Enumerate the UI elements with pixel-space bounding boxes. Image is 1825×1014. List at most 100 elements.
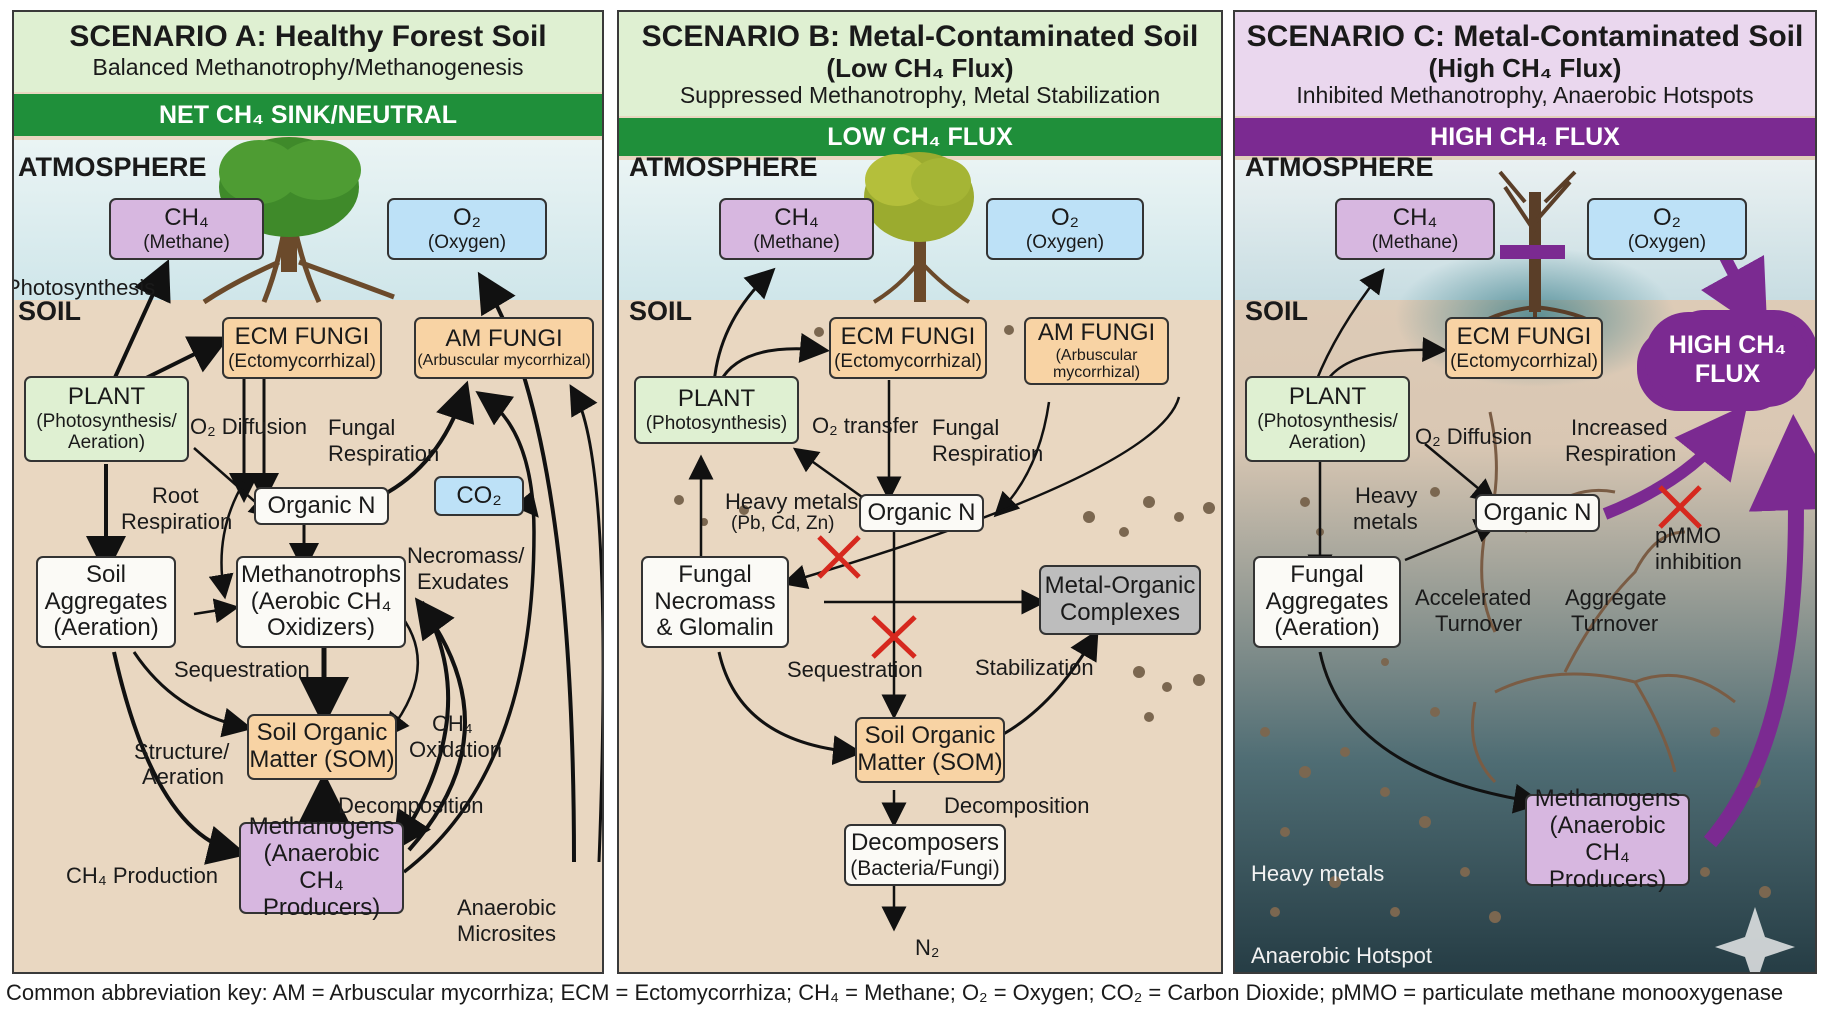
ch4-label: CH₄	[164, 203, 209, 231]
panel-title: SCENARIO C: Metal-Contaminated Soil	[1246, 20, 1804, 53]
cloud-line-2: FLUX	[1694, 359, 1761, 388]
methanogens-line-1: Methanogens	[248, 813, 395, 841]
o2-sublabel: (Oxygen)	[1627, 231, 1707, 253]
metal-organic-line-2: Complexes	[1059, 599, 1181, 626]
metal-organic-complexes-box: Metal-Organic Complexes	[1039, 565, 1201, 635]
plant-box: PLANT (Photosynthesis/ Aeration)	[1245, 376, 1410, 462]
inhibition-label: inhibition	[1655, 549, 1742, 574]
methanogens-line-3: Producers)	[1548, 865, 1667, 893]
aggregates-line-1: Soil	[85, 560, 127, 588]
aggregates-line-3: (Aeration)	[1274, 614, 1380, 642]
methanogens-box: Methanogens (Anaerobic CH₄ Producers)	[239, 813, 404, 921]
exudates-label: Exudates	[417, 569, 509, 594]
respiration-label: Respiration	[1565, 441, 1677, 466]
ch4-sublabel: (Methane)	[1371, 231, 1459, 253]
cloud-line-1: HIGH CH₄	[1668, 330, 1787, 359]
stabilization-label: Stabilization	[975, 655, 1094, 680]
som-box: Soil Organic Matter (SOM)	[855, 717, 1005, 783]
o2-oxygen-box: O₂ (Oxygen)	[986, 198, 1144, 260]
methanogens-box: Methanogens (Anaerobic CH₄ Producers)	[1525, 785, 1690, 893]
panel-title: SCENARIO A: Healthy Forest Soil	[69, 20, 547, 53]
microsites-label: Microsites	[457, 921, 557, 946]
soil-aggregates-box: Soil Aggregates (Aeration)	[36, 556, 176, 648]
o2-sublabel: (Oxygen)	[427, 231, 507, 253]
respiration-label: Respiration	[328, 441, 440, 466]
metals-list-label: (Pb, Cd, Zn)	[731, 513, 835, 534]
ecm-sublabel: (Ectomycorrhizal)	[228, 350, 376, 372]
aggregate-label: Aggregate	[1565, 585, 1667, 610]
heavy-label: Heavy	[1355, 483, 1418, 508]
plant-box: PLANT (Photosynthesis)	[634, 376, 799, 444]
heavy-metals-label: Heavy metals	[725, 489, 859, 514]
aggregates-line-2: Aggregates	[1265, 587, 1389, 615]
heavy-metals-label: Heavy metals	[1251, 861, 1385, 886]
methanotrophs-line-1: Methanotrophs	[240, 560, 402, 588]
ch4-oxidation-label-1: CH₄	[432, 711, 473, 736]
organic-n-box: Organic N	[859, 494, 984, 532]
ecm-label: ECM FUNGI	[1456, 322, 1592, 350]
methanogens-line-2: (Anaerobic CH₄	[1549, 812, 1666, 866]
panel-header: SCENARIO A: Healthy Forest Soil Balanced…	[14, 12, 602, 92]
plant-box: PLANT (Photosynthesis/ Aeration)	[24, 376, 189, 462]
panel-scenario-a: SCENARIO A: Healthy Forest Soil Balanced…	[12, 10, 604, 974]
ecm-fungi-box: ECM FUNGI (Ectomycorrhizal)	[1445, 317, 1603, 379]
panel-a-arrows	[86, 137, 602, 874]
turnover-label-1: Turnover	[1435, 611, 1523, 636]
aggregates-line-1: Fungal	[1290, 560, 1364, 588]
sequestration-label: Sequestration	[174, 657, 310, 682]
anaerobic-label: Anaerobic	[457, 895, 557, 920]
sequestration-label: Sequestration	[787, 657, 923, 682]
n2-label: N₂	[915, 935, 940, 960]
tree-icon	[864, 152, 974, 304]
plant-sublabel-2: Aeration)	[67, 432, 146, 454]
o2-label: O₂	[453, 203, 481, 231]
necromass-line-1: Fungal	[678, 560, 752, 588]
respiration-label: Respiration	[932, 441, 1044, 466]
decomposition-label: Decomposition	[338, 793, 484, 818]
heavy-metal-particles	[674, 325, 1215, 722]
metals-label: metals	[1353, 509, 1418, 534]
aggregates-line-2: Aggregates	[44, 587, 168, 615]
o2-sublabel: (Oxygen)	[1025, 231, 1105, 253]
necromass-label: Necromass/	[407, 543, 525, 568]
atmosphere-label: ATMOSPHERE	[18, 152, 207, 182]
inhibition-x-icon	[817, 535, 861, 579]
organic-n-box: Organic N	[1475, 494, 1600, 532]
panel-header: SCENARIO C: Metal-Contaminated Soil (Hig…	[1235, 12, 1815, 116]
o2-oxygen-box: O₂ (Oxygen)	[387, 198, 547, 260]
am-label: AM FUNGI	[445, 324, 563, 352]
inhibition-x-icon	[871, 615, 917, 659]
fungal-aggregates-box: Fungal Aggregates (Aeration)	[1253, 556, 1401, 648]
organic-n-label: Organic N	[867, 498, 976, 526]
decomposition-label: Decomposition	[944, 793, 1090, 818]
panel-subtitle: Balanced Methanotrophy/Methanogenesis	[92, 54, 524, 80]
metal-organic-line-1: Metal-Organic	[1044, 572, 1196, 600]
methanotrophs-line-2: (Aerobic CH₄	[250, 587, 392, 615]
o2-diffusion-label: O₂ Diffusion	[190, 414, 307, 439]
organic-n-label: Organic N	[1483, 498, 1592, 526]
ch4-methane-box: CH₄ (Methane)	[1335, 198, 1495, 260]
som-line-2: Matter (SOM)	[857, 749, 1003, 776]
ch4-production-label: CH₄ Production	[66, 863, 219, 888]
ecm-label: ECM FUNGI	[234, 322, 370, 350]
plant-label: PLANT	[1288, 383, 1367, 411]
status-band: LOW CH₄ FLUX	[619, 118, 1221, 156]
am-sublabel-2: mycorrhizal)	[1052, 364, 1141, 382]
panel-subtitle: Suppressed Methanotrophy, Metal Stabiliz…	[679, 82, 1161, 108]
ecm-sublabel: (Ectomycorrhizal)	[834, 350, 982, 372]
ch4-label: CH₄	[1392, 203, 1438, 231]
increased-label: Increased	[1571, 415, 1668, 440]
methanogens-line-2: (Anaerobic CH₄	[263, 840, 380, 894]
o2-oxygen-box: O₂ (Oxygen)	[1587, 198, 1747, 260]
ecm-sublabel: (Ectomycorrhizal)	[1450, 350, 1598, 372]
plant-label: PLANT	[67, 383, 146, 411]
som-line-2: Matter (SOM)	[249, 746, 395, 773]
organic-n-label: Organic N	[267, 491, 376, 519]
som-line-1: Soil Organic	[864, 722, 996, 750]
o2-label: O₂	[1653, 203, 1681, 231]
decomposers-line-2: (Bacteria/Fungi)	[850, 856, 1000, 880]
methanotrophs-box: Methanotrophs (Aerobic CH₄ Oxidizers)	[236, 556, 406, 648]
accelerated-label: Accelerated	[1415, 585, 1532, 610]
ch4-methane-box: CH₄ (Methane)	[109, 198, 264, 260]
anaerobic-hotspot-label: Anaerobic Hotspot	[1251, 943, 1432, 968]
